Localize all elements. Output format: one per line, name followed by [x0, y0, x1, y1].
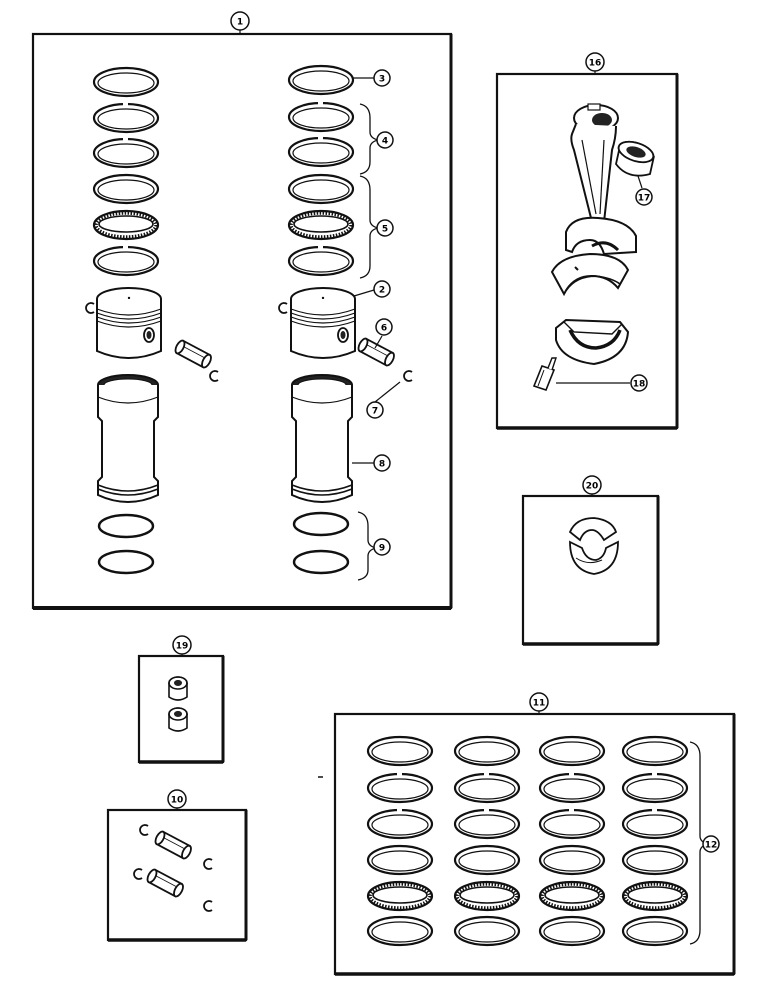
cylinder-sleeve-right	[291, 374, 353, 503]
callout-20: 20	[582, 475, 602, 496]
oil-ring	[92, 209, 160, 241]
callout-18: 18	[630, 374, 648, 392]
oil-ring	[453, 880, 521, 912]
compression-ring	[453, 844, 521, 876]
svg-text:4: 4	[382, 137, 388, 147]
kit-box-10	[106, 808, 248, 942]
callout-16: 16	[585, 52, 605, 74]
callout-1: 1	[230, 11, 250, 34]
cylinder-sleeve-left	[97, 374, 159, 503]
compression-ring	[287, 173, 355, 205]
svg-text:8: 8	[379, 460, 385, 470]
callout-9: 9	[373, 538, 391, 556]
callout-12: 12	[702, 835, 720, 853]
oil-ring	[538, 880, 606, 912]
svg-text:5: 5	[382, 225, 388, 235]
svg-text:2: 2	[379, 286, 385, 296]
compression-ring	[621, 735, 689, 767]
compression-ring	[366, 735, 434, 767]
compression-ring	[366, 844, 434, 876]
callout-11: 11	[529, 692, 549, 714]
compression-ring	[621, 915, 689, 947]
compression-ring	[453, 915, 521, 947]
leader-17	[637, 175, 643, 189]
svg-text:7: 7	[372, 407, 378, 417]
callout-3: 3	[373, 69, 391, 87]
svg-text:1: 1	[237, 18, 243, 28]
main-bearing-shells	[568, 517, 619, 575]
piston-left	[96, 287, 162, 359]
compression-ring	[92, 66, 160, 98]
rod-cap	[555, 318, 630, 366]
compression-ring	[538, 915, 606, 947]
bushing-17	[615, 140, 655, 177]
callout-19: 19	[172, 635, 192, 656]
oil-ring	[621, 880, 689, 912]
compression-ring	[92, 173, 160, 205]
compression-ring	[621, 844, 689, 876]
leader-2	[353, 289, 375, 297]
svg-text:17: 17	[638, 194, 651, 204]
svg-text:19: 19	[176, 642, 189, 652]
rod-bolt	[532, 357, 557, 391]
svg-text:16: 16	[589, 59, 602, 69]
svg-text:9: 9	[379, 544, 385, 554]
compression-ring	[287, 64, 355, 96]
bushing	[168, 676, 188, 701]
compression-ring	[453, 735, 521, 767]
leader-6	[374, 335, 383, 349]
svg-text:10: 10	[171, 796, 184, 806]
callout-2: 2	[373, 280, 391, 298]
callout-6: 6	[375, 318, 393, 336]
callout-8: 8	[373, 454, 391, 472]
leader-7	[374, 381, 401, 403]
bushing	[168, 707, 188, 732]
callout-10: 10	[167, 789, 187, 810]
svg-text:12: 12	[705, 841, 718, 851]
svg-text:11: 11	[533, 699, 546, 709]
oil-ring	[366, 880, 434, 912]
callout-5: 5	[376, 219, 394, 237]
compression-ring	[366, 915, 434, 947]
callout-17: 17	[635, 188, 653, 206]
svg-text:6: 6	[381, 324, 387, 334]
connecting-rod	[565, 103, 637, 256]
callout-4: 4	[376, 131, 394, 149]
bearing-shell-upper	[550, 252, 630, 297]
compression-ring	[538, 735, 606, 767]
callout-7: 7	[366, 401, 384, 419]
piston-right	[290, 287, 356, 359]
oil-ring	[287, 209, 355, 241]
svg-text:20: 20	[586, 482, 599, 492]
svg-text:3: 3	[379, 75, 385, 85]
svg-text:18: 18	[633, 380, 646, 390]
compression-ring	[538, 844, 606, 876]
